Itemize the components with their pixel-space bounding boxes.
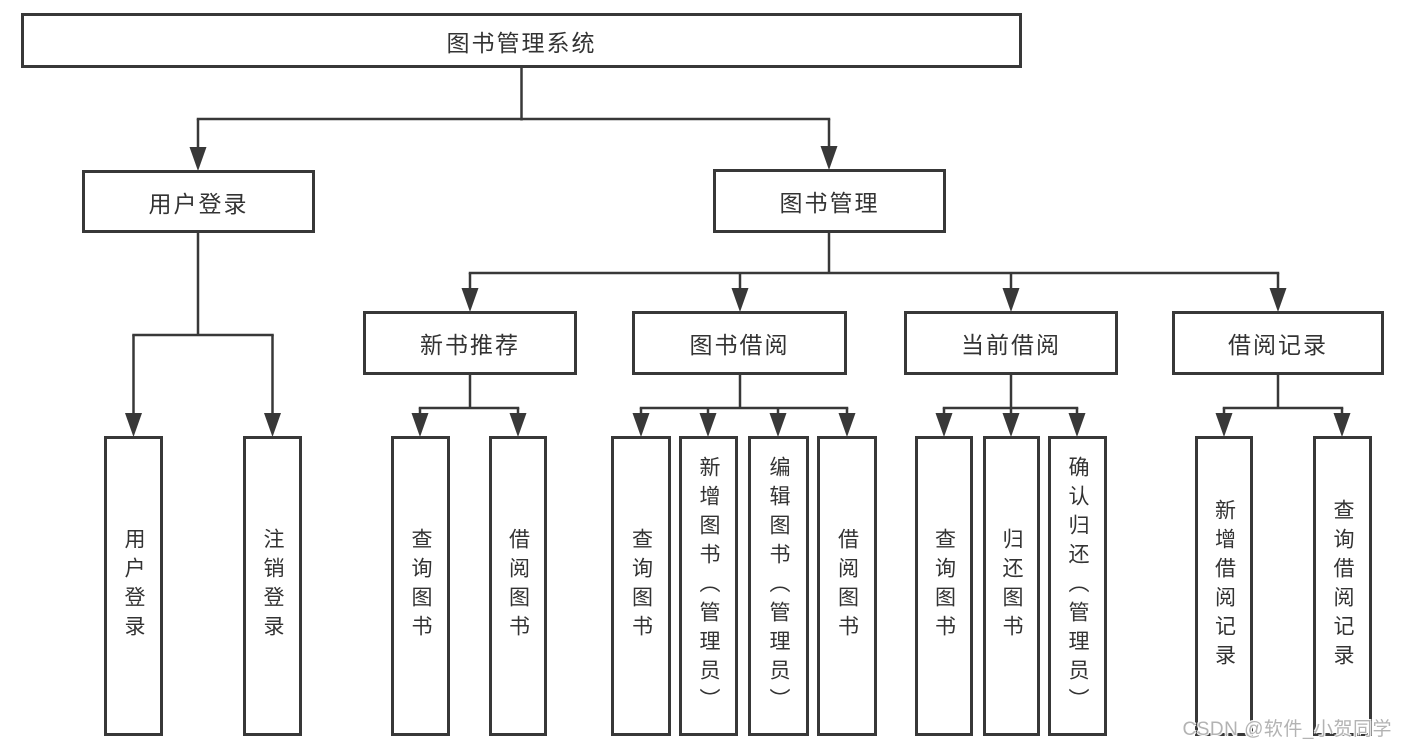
- node-new-book-recommendation: 新书推荐: [363, 311, 577, 375]
- leaf-query-books-borrowing-label: 查询图书: [629, 528, 653, 644]
- node-borrowing-records: 借阅记录: [1172, 311, 1384, 375]
- node-library-system: 图书管理系统: [21, 13, 1022, 68]
- leaf-borrow-books-recommend-label: 借阅图书: [506, 528, 530, 644]
- leaf-add-books-admin: 新增图书（管理员）: [679, 436, 738, 736]
- watermark: CSDN @软件_小贺同学: [1182, 719, 1392, 740]
- leaf-logout: 注销登录: [243, 436, 302, 736]
- leaf-query-borrow-record-label: 查询借阅记录: [1331, 499, 1354, 673]
- node-new-book-recommendation-label: 新书推荐: [420, 332, 520, 358]
- leaf-borrow-books-borrowing: 借阅图书: [817, 436, 877, 736]
- node-book-borrowing: 图书借阅: [632, 311, 847, 375]
- leaf-add-borrow-record-label: 新增借阅记录: [1212, 499, 1236, 673]
- leaf-add-borrow-record: 新增借阅记录: [1195, 436, 1253, 736]
- leaf-user-login-label: 用户登录: [122, 528, 145, 644]
- node-book-management-label: 图书管理: [779, 190, 880, 216]
- leaf-edit-books-admin: 编辑图书（管理员）: [748, 436, 809, 736]
- leaf-query-books-recommend: 查询图书: [391, 436, 450, 736]
- leaf-query-books-borrowing: 查询图书: [611, 436, 671, 736]
- leaf-query-borrow-record: 查询借阅记录: [1313, 436, 1372, 736]
- node-book-borrowing-label: 图书借阅: [689, 332, 790, 358]
- node-current-borrowing: 当前借阅: [904, 311, 1118, 375]
- leaf-confirm-return-admin: 确认归还（管理员）: [1048, 436, 1107, 736]
- leaf-return-books: 归还图书: [983, 436, 1040, 736]
- leaf-query-books-recommend-label: 查询图书: [409, 528, 432, 644]
- leaf-edit-books-admin-label: 编辑图书（管理员）: [767, 455, 790, 717]
- node-borrowing-records-label: 借阅记录: [1228, 332, 1328, 358]
- leaf-query-books-current: 查询图书: [915, 436, 973, 736]
- leaf-query-books-current-label: 查询图书: [932, 528, 956, 644]
- node-user-login-label: 用户登录: [148, 190, 249, 217]
- node-user-login: 用户登录: [82, 170, 315, 233]
- leaf-add-books-admin-label: 新增图书（管理员）: [697, 455, 720, 717]
- leaf-user-login: 用户登录: [104, 436, 163, 736]
- leaf-confirm-return-admin-label: 确认归还（管理员）: [1066, 455, 1089, 717]
- node-library-system-label: 图书管理系统: [446, 29, 597, 56]
- leaf-logout-label: 注销登录: [261, 528, 284, 644]
- leaf-borrow-books-borrowing-label: 借阅图书: [835, 528, 859, 644]
- leaf-borrow-books-recommend: 借阅图书: [489, 436, 547, 736]
- node-current-borrowing-label: 当前借阅: [961, 332, 1061, 358]
- leaf-return-books-label: 归还图书: [1000, 528, 1023, 644]
- node-book-management: 图书管理: [713, 169, 946, 233]
